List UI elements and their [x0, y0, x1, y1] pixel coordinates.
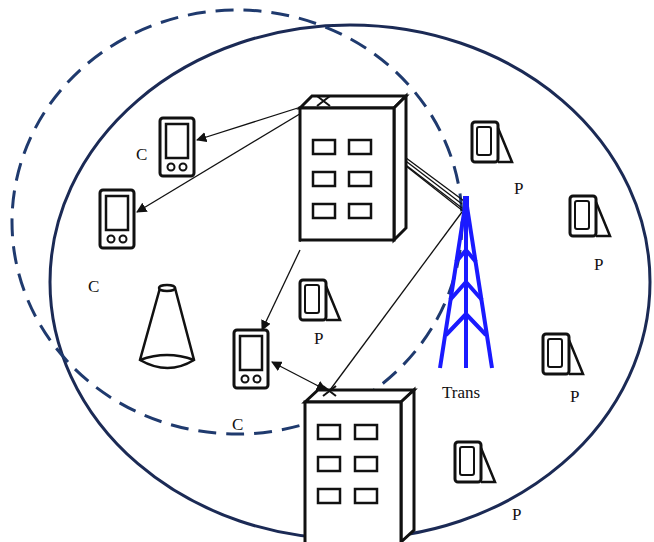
primary-device [570, 196, 610, 236]
primary-device [543, 334, 583, 374]
building [300, 96, 406, 240]
device-label: P [314, 330, 323, 347]
cognitive-phone [234, 330, 268, 388]
device-label: C [136, 146, 147, 163]
cognitive-phone [160, 118, 194, 176]
device-label: P [514, 180, 523, 197]
building [305, 386, 414, 542]
tower-label: Trans [442, 384, 480, 401]
device-label: P [570, 388, 579, 405]
device-label: P [594, 256, 603, 273]
cone-figure [140, 285, 194, 368]
transmission-tower [440, 196, 492, 368]
device-label: P [512, 506, 521, 523]
primary-device [472, 122, 512, 162]
cognitive-phone [100, 190, 134, 248]
primary-device [300, 280, 340, 320]
device-label: C [232, 416, 243, 433]
links [137, 100, 464, 390]
primary-device [455, 442, 495, 482]
device-label: C [88, 278, 99, 295]
secondary-range [12, 10, 462, 434]
